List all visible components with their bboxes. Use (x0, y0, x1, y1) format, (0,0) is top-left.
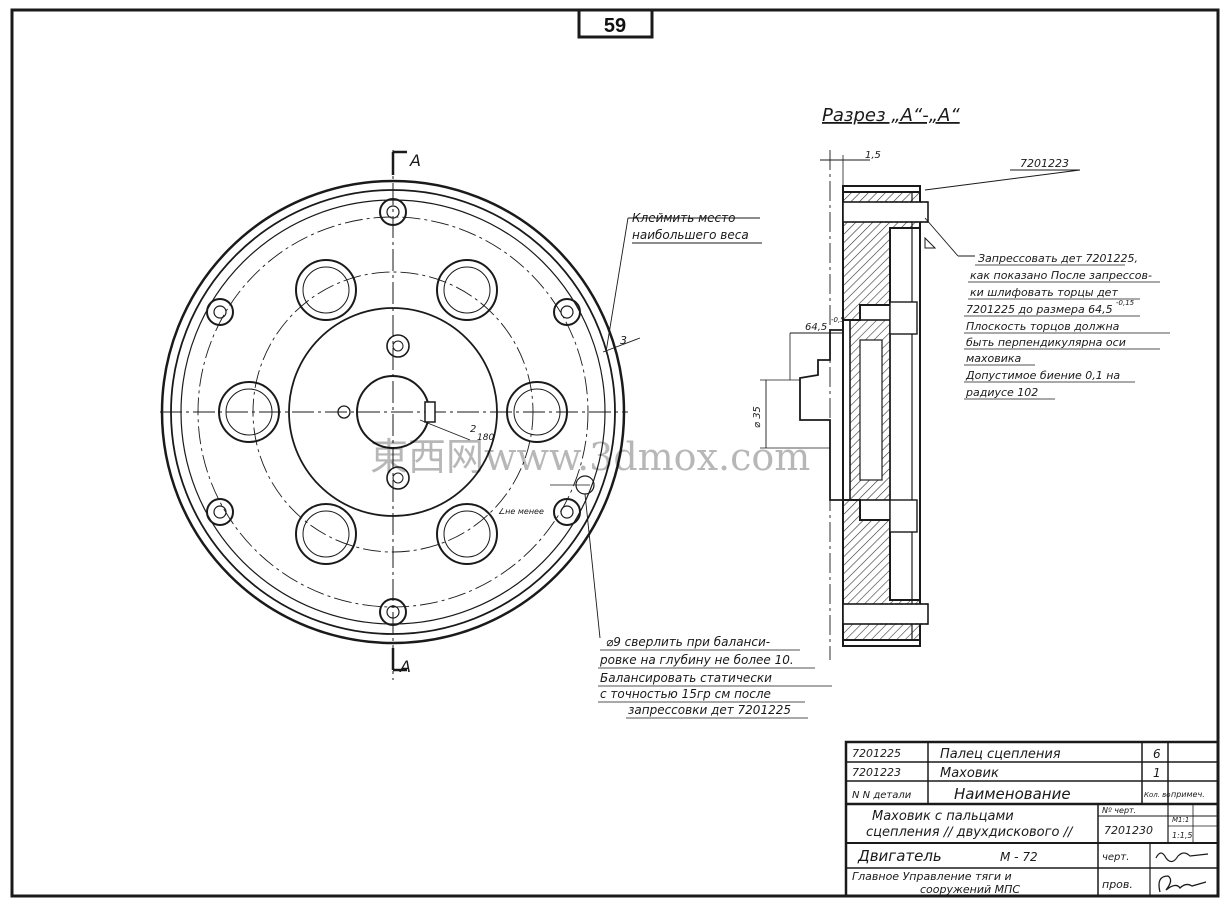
note-right-line-9: радиусе 102 (965, 386, 1038, 399)
part-2-qty: 1 (1153, 766, 1161, 780)
drawing-number: 7201230 (1104, 824, 1153, 837)
part-1-qty: 6 (1153, 747, 1161, 761)
note-right-line-3: ки шлифовать торцы дет (970, 286, 1118, 299)
note-right-line-2: как показано После запрессов- (970, 269, 1152, 282)
dim-section-tol: -0,5 (831, 316, 845, 324)
part-1-number: 7201225 (852, 747, 901, 760)
dim-section-step: 64,5 (805, 322, 827, 333)
sheet-number-box: 59 (577, 8, 654, 39)
drawn-by-signature (1155, 852, 1209, 863)
part-label-7201223: 7201223 (1020, 157, 1069, 170)
note-right-line-5: Плоскость торцов должна (966, 320, 1120, 333)
dim-front-angle: 180 (477, 433, 494, 443)
engine-model: М - 72 (1000, 850, 1038, 864)
dim-section-top: 1,5 (865, 150, 881, 161)
note-bottom-line-4: с точностью 15гр см после (600, 687, 771, 701)
scale-label: М1:1 (1172, 816, 1189, 824)
checked-by-signature (1158, 875, 1207, 893)
dim-front-3: 3 (620, 334, 627, 347)
section-mark-top: A (409, 151, 421, 170)
note-bottom: ⌀9 сверлить при баланси- ровке на глубин… (598, 635, 832, 719)
note-top-line-1: Клеймить место (632, 211, 735, 225)
engine-label: Двигатель (857, 847, 942, 865)
part-1-name: Палец сцепления (940, 747, 1061, 762)
checked-by-label: пров. (1102, 878, 1133, 891)
note-bottom-line-2: ровке на глубину не более 10. (599, 653, 794, 667)
watermark: 東西网www.3dmox.com (370, 435, 810, 479)
header-note: примеч. (1171, 790, 1205, 799)
drawing-title-line-1: Маховик с пальцами (872, 809, 1014, 824)
sheet-number: 59 (604, 15, 626, 37)
part-2-name: Маховик (940, 766, 999, 781)
section-mark-bottom: A (399, 657, 411, 676)
note-bottom-line-1: ⌀9 сверлить при баланси- (606, 635, 770, 649)
dim-front-hole: ∠не менее (498, 507, 544, 516)
note-top: Клеймить место наибольшего веса (632, 211, 762, 244)
header-part-number: N N детали (852, 790, 912, 801)
dim-front-2: 2 (470, 424, 476, 435)
drawn-by-label: черт. (1102, 852, 1129, 863)
part-2-number: 7201223 (852, 766, 901, 779)
note-right-line-6: быть перпендикулярна оси (966, 336, 1126, 349)
title-block: 7201225 Палец сцепления 6 7201223 Махови… (844, 740, 1220, 898)
drawing-title-line-2: сцепления ∕∕ двухдискового ∕∕ (866, 825, 1074, 840)
note-right-line-4: 7201225 до размера 64,5 (966, 303, 1113, 316)
note-bottom-line-5: запрессовки дет 7201225 (628, 703, 791, 717)
note-right-line-1: Запрессовать дет 7201225, (978, 252, 1138, 265)
note-right-line-7: маховика (966, 352, 1022, 365)
dim-section-dia: ⌀ 35 (752, 406, 763, 428)
section-view (760, 150, 1081, 660)
note-right-line-8: Допустимое биение 0,1 на (965, 369, 1120, 382)
section-title: Разрез „А“-„А“ (822, 105, 960, 126)
scale-value: 1:1,5 (1172, 831, 1193, 840)
note-bottom-line-3: Балансировать статически (600, 671, 772, 685)
header-name: Наименование (954, 785, 1071, 803)
org-line-1: Главное Управление тяги и (852, 870, 1012, 883)
drawing-number-label: Nº черт. (1102, 806, 1136, 815)
note-top-line-2: наибольшего веса (632, 228, 749, 242)
org-line-2: сооружений МПС (920, 883, 1020, 896)
front-view (160, 150, 760, 680)
note-right-tol: -0,15 (1116, 299, 1135, 307)
note-right: Запрессовать дет 7201225, как показано П… (964, 252, 1170, 400)
header-qty: Кол. во (1144, 791, 1171, 799)
